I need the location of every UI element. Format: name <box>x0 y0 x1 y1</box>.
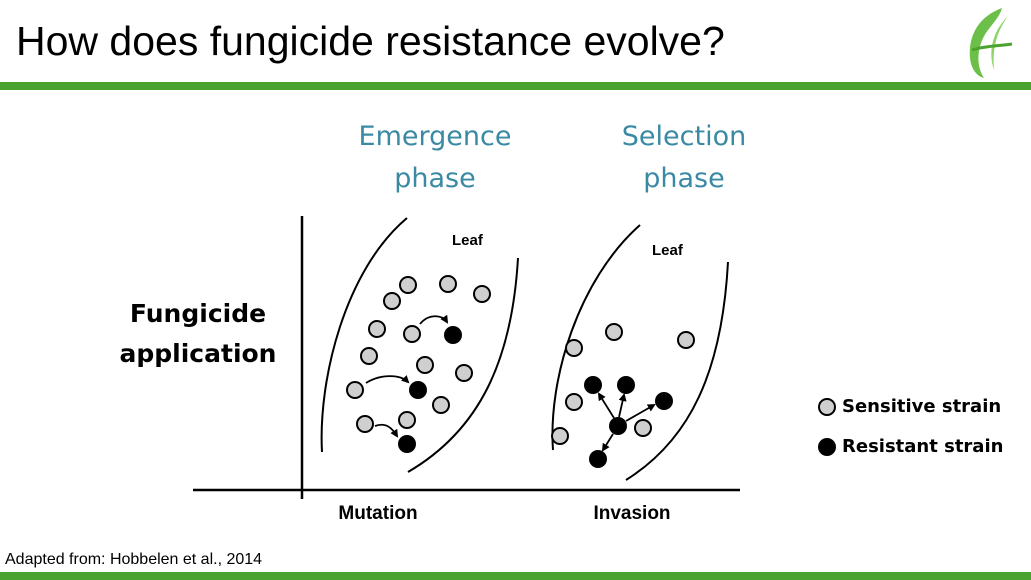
mutation-arrow <box>419 314 449 325</box>
resistant-strain <box>609 417 627 435</box>
mutation-label: Mutation <box>338 503 417 524</box>
sensitive-strain <box>677 331 695 349</box>
leaf-logo-icon <box>969 8 1013 78</box>
sensitive-strain <box>399 276 417 294</box>
sensitive-strain <box>432 396 450 414</box>
sensitive-strain-swatch <box>818 398 836 416</box>
fungicide-application-label: Fungicide application <box>119 299 277 368</box>
emergence-leaf-left-edge <box>320 217 408 453</box>
sensitive-strain <box>565 339 583 357</box>
footer-bar <box>0 572 1031 580</box>
sensitive-strain <box>439 275 457 293</box>
sensitive-strain <box>565 393 583 411</box>
invasion-arrow <box>625 404 656 422</box>
resistant-strain-swatch <box>818 438 836 456</box>
sensitive-strain <box>455 364 473 382</box>
sensitive-strain <box>416 356 434 374</box>
mutation-arrows <box>365 314 449 438</box>
sensitive-strain <box>346 381 364 399</box>
emergence-leaf-label: Leaf <box>452 232 484 249</box>
sensitive-strain <box>551 427 569 445</box>
sensitive-strain <box>403 325 421 343</box>
legend-label-sensitive: Sensitive strain <box>842 396 1002 417</box>
sensitive-strain <box>398 411 416 429</box>
resistant-strain <box>617 376 635 394</box>
sensitive-strain <box>356 415 374 433</box>
invasion-arrows <box>597 392 656 452</box>
selection-leaf-label: Leaf <box>652 242 684 259</box>
invasion-arrow <box>601 433 614 452</box>
sensitive-strain <box>360 347 378 365</box>
selection-leaf-right-edge <box>625 261 729 481</box>
selection-phase-heading: Selection phase <box>621 121 747 194</box>
sensitive-strain <box>473 285 491 303</box>
emergence-phase-heading: Emergence phase <box>358 121 512 194</box>
selection-resistant-strains <box>584 376 673 468</box>
legend-label-resistant: Resistant strain <box>842 436 1004 457</box>
resistant-strain <box>409 381 427 399</box>
resistant-strain <box>444 326 462 344</box>
invasion-label: Invasion <box>593 503 670 524</box>
mutation-arrow <box>374 423 399 438</box>
emergence-resistant-strains <box>398 326 462 453</box>
title-divider-bar <box>0 82 1031 90</box>
sensitive-strain <box>368 320 386 338</box>
sensitive-strain <box>605 323 623 341</box>
selection-sensitive-strains <box>551 323 695 445</box>
mutation-arrow <box>365 374 410 384</box>
attribution-text: Adapted from: Hobbelen et al., 2014 <box>5 551 263 568</box>
emergence-leaf-right-edge <box>407 257 519 473</box>
invasion-arrow <box>618 393 627 418</box>
resistant-strain <box>655 392 673 410</box>
sensitive-strain <box>634 419 652 437</box>
resistant-strain <box>584 376 602 394</box>
emergence-sensitive-strains <box>346 275 491 433</box>
resistant-strain <box>398 435 416 453</box>
selection-leaf-left-edge <box>551 224 641 451</box>
slide-title: How does fungicide resistance evolve? <box>16 18 725 64</box>
sensitive-strain <box>383 292 401 310</box>
resistant-strain <box>589 450 607 468</box>
invasion-arrow <box>597 392 615 419</box>
